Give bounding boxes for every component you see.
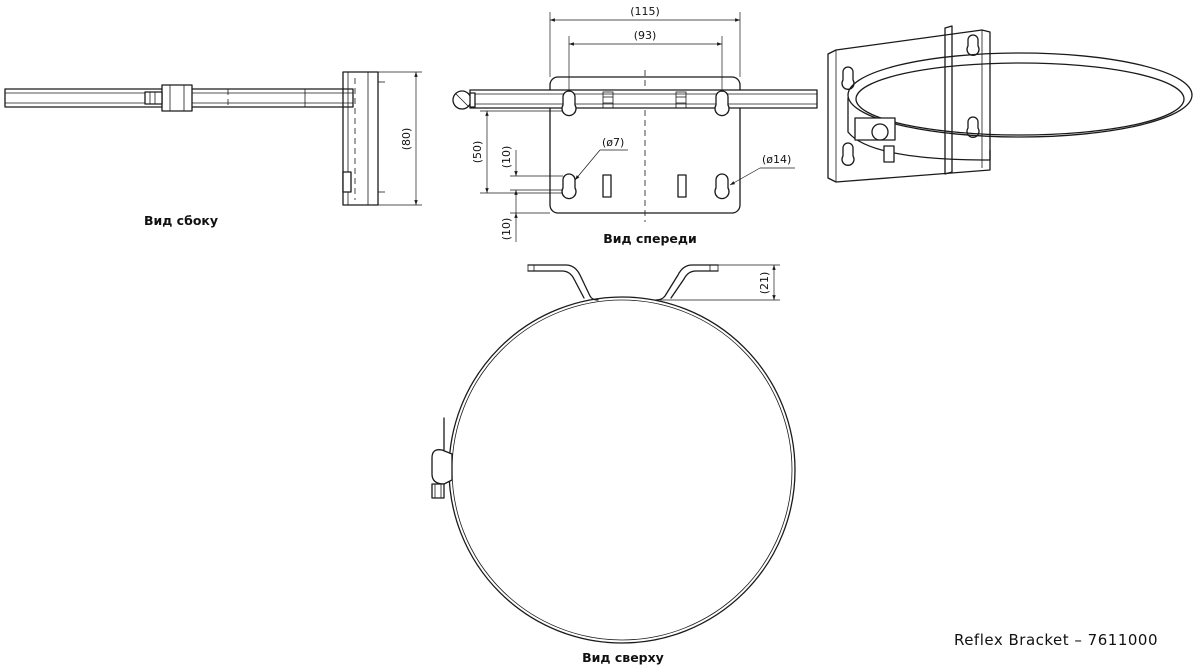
keyhole-slots bbox=[561, 90, 730, 200]
front-view-leader-14: (ø14) bbox=[729, 153, 795, 186]
front-view-dim-10-b: (10) bbox=[500, 212, 550, 242]
isometric-view bbox=[827, 25, 1193, 183]
dim-label-50: (50) bbox=[471, 141, 484, 164]
dim-label-80: (80) bbox=[400, 128, 413, 151]
plate-slot bbox=[677, 174, 687, 198]
front-view-dim-50: (50) bbox=[471, 110, 563, 194]
front-view-dim-10-a: (10) bbox=[500, 146, 563, 216]
side-view-dim-80: (80) bbox=[378, 71, 422, 206]
front-view-caption: Вид спереди bbox=[603, 231, 697, 246]
front-view-dim-115: (115) bbox=[549, 5, 741, 77]
dim-label-14: (ø14) bbox=[762, 153, 791, 166]
product-title: Reflex Bracket – 7611000 bbox=[954, 631, 1158, 649]
dim-label-10-a: (10) bbox=[500, 146, 513, 169]
front-view-strap bbox=[452, 89, 818, 110]
dim-label-10-b: (10) bbox=[500, 218, 513, 241]
front-view-leader-7: (ø7) bbox=[574, 136, 628, 181]
side-view-buckle bbox=[144, 84, 193, 112]
top-view-dim-21: (21) bbox=[660, 264, 780, 301]
front-view-dim-93: (93) bbox=[568, 29, 723, 92]
side-view: (80) Вид сбоку bbox=[4, 71, 422, 228]
dim-label-93: (93) bbox=[634, 29, 657, 42]
dim-label-7: (ø7) bbox=[602, 136, 624, 149]
side-view-caption: Вид сбоку bbox=[144, 213, 218, 228]
plate-slot bbox=[602, 174, 612, 198]
top-view: (21) Вид сверху bbox=[431, 264, 796, 665]
top-view-caption: Вид сверху bbox=[582, 650, 664, 665]
front-view: (115) (93) (50) (10) (10) bbox=[452, 5, 818, 246]
top-view-band bbox=[448, 296, 796, 644]
dim-label-115: (115) bbox=[630, 5, 660, 18]
side-view-plate bbox=[342, 71, 385, 206]
dim-label-21: (21) bbox=[758, 272, 771, 295]
clamp-screw-icon bbox=[871, 123, 889, 141]
